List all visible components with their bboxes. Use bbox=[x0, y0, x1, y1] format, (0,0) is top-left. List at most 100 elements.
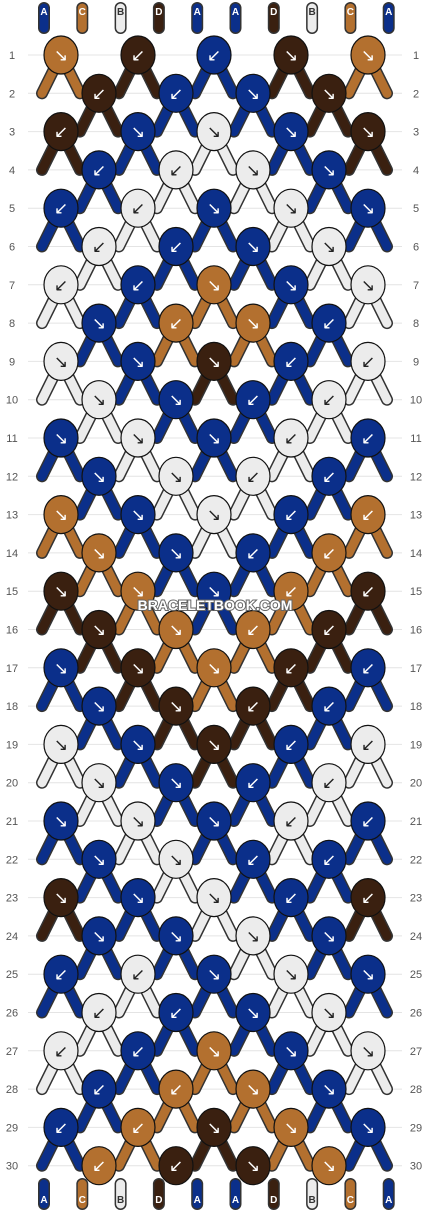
row-number-right: 15 bbox=[410, 586, 422, 598]
knot: ↙ bbox=[43, 265, 79, 305]
strand-label-top: A bbox=[40, 7, 47, 18]
knot-shape bbox=[311, 992, 347, 1033]
knot-direction-arrow: ↘ bbox=[322, 238, 336, 258]
knot: ↙ bbox=[158, 303, 194, 343]
knot: ↙ bbox=[158, 1146, 194, 1186]
knot-shape bbox=[120, 648, 156, 688]
row-number-left: 15 bbox=[6, 586, 18, 598]
knot-shape bbox=[158, 609, 194, 650]
knot: ↙ bbox=[311, 609, 347, 650]
knot-shape bbox=[350, 494, 386, 535]
knot-direction-arrow: ↘ bbox=[131, 506, 145, 526]
row-number-left: 30 bbox=[6, 1161, 18, 1173]
knot-direction-arrow: ↙ bbox=[361, 659, 375, 679]
knot-shape bbox=[273, 724, 309, 765]
knot: ↘ bbox=[273, 112, 309, 152]
knot-shape bbox=[43, 571, 79, 611]
knot-direction-arrow: ↙ bbox=[92, 1157, 106, 1177]
knot-direction-arrow: ↙ bbox=[54, 1118, 68, 1138]
knot-shape bbox=[196, 648, 232, 688]
knot-shape bbox=[273, 648, 309, 688]
knot-direction-arrow: ↙ bbox=[246, 774, 260, 794]
row-number-right: 18 bbox=[410, 701, 422, 713]
knot-shape bbox=[81, 303, 117, 343]
knot: ↙ bbox=[81, 1146, 117, 1186]
row-number-left: 8 bbox=[9, 318, 15, 330]
knot-direction-arrow: ↙ bbox=[131, 1042, 145, 1062]
knot-shape bbox=[235, 73, 271, 113]
knot: ↘ bbox=[350, 188, 386, 228]
knot: ↘ bbox=[158, 380, 194, 420]
knot-shape bbox=[120, 1031, 156, 1071]
knot: ↘ bbox=[196, 877, 232, 918]
knot-shape bbox=[120, 877, 156, 918]
knot-direction-arrow: ↘ bbox=[207, 276, 221, 296]
knot-direction-arrow: ↘ bbox=[92, 774, 106, 794]
knot-direction-arrow: ↘ bbox=[207, 429, 221, 449]
strand-label-bottom: D bbox=[155, 1195, 162, 1206]
knot: ↘ bbox=[43, 418, 79, 458]
knot-direction-arrow: ↙ bbox=[322, 850, 336, 870]
knot-shape bbox=[158, 763, 194, 803]
knot-shape bbox=[235, 533, 271, 573]
knot: ↙ bbox=[350, 494, 386, 535]
knot-direction-arrow: ↘ bbox=[131, 123, 145, 143]
watermark: BRACELETBOOK.COM bbox=[138, 597, 293, 613]
knot-direction-arrow: ↘ bbox=[54, 582, 68, 602]
knot: ↙ bbox=[81, 150, 117, 190]
knot-shape bbox=[196, 112, 232, 152]
knot-direction-arrow: ↘ bbox=[361, 1118, 375, 1138]
knot-shape bbox=[43, 341, 79, 381]
row-number-right: 26 bbox=[410, 1008, 422, 1020]
knot-direction-arrow: ↙ bbox=[169, 1080, 183, 1100]
knot-shape bbox=[81, 533, 117, 573]
knot: ↘ bbox=[158, 609, 194, 650]
knot-shape bbox=[196, 877, 232, 918]
knot: ↙ bbox=[235, 839, 271, 879]
knot-shape bbox=[196, 341, 232, 381]
knot-direction-arrow: ↙ bbox=[54, 1042, 68, 1062]
knot-shape bbox=[43, 112, 79, 152]
knot: ↘ bbox=[273, 1107, 309, 1148]
knot: ↘ bbox=[81, 533, 117, 573]
knot-direction-arrow: ↙ bbox=[284, 429, 298, 449]
knot-direction-arrow: ↘ bbox=[284, 199, 298, 219]
knot: ↘ bbox=[43, 341, 79, 381]
knot-shape bbox=[235, 609, 271, 650]
knot: ↘ bbox=[235, 916, 271, 956]
knot-grid: ↘↙↙↘↘↙↙↘↘↙↘↘↘↘↙↙↘↘↙↙↘↘↘↙↙↘↘↙↙↘↘↘↘↙↘↙↘↘↘↙… bbox=[43, 35, 386, 1186]
knot: ↘ bbox=[81, 916, 117, 956]
knot-direction-arrow: ↙ bbox=[169, 1157, 183, 1177]
knot: ↙ bbox=[235, 686, 271, 726]
knot: ↘ bbox=[350, 1031, 386, 1071]
knot-direction-arrow: ↘ bbox=[284, 46, 298, 66]
knot-shape bbox=[43, 877, 79, 918]
row-number-right: 12 bbox=[410, 471, 422, 483]
knot-direction-arrow: ↙ bbox=[246, 621, 260, 641]
knot-direction-arrow: ↙ bbox=[361, 582, 375, 602]
strand-label-bottom: A bbox=[40, 1195, 47, 1206]
knot-direction-arrow: ↙ bbox=[322, 774, 336, 794]
knot: ↙ bbox=[158, 226, 194, 267]
knot-shape bbox=[158, 226, 194, 267]
knot: ↙ bbox=[81, 73, 117, 113]
knot-direction-arrow: ↙ bbox=[322, 697, 336, 717]
knot: ↙ bbox=[120, 265, 156, 305]
row-number-left: 19 bbox=[6, 739, 18, 751]
knot: ↙ bbox=[235, 380, 271, 420]
knot: ↘ bbox=[196, 648, 232, 688]
row-number-right: 24 bbox=[410, 931, 422, 943]
knot: ↙ bbox=[43, 1107, 79, 1148]
knot-direction-arrow: ↘ bbox=[246, 1004, 260, 1024]
knot-direction-arrow: ↘ bbox=[169, 850, 183, 870]
row-number-left: 24 bbox=[6, 931, 18, 943]
knot-direction-arrow: ↘ bbox=[207, 1118, 221, 1138]
row-number-left: 17 bbox=[6, 663, 18, 675]
row-number-right: 23 bbox=[410, 893, 422, 905]
knot-direction-arrow: ↘ bbox=[131, 429, 145, 449]
knot-direction-arrow: ↙ bbox=[322, 621, 336, 641]
knot-direction-arrow: ↘ bbox=[207, 735, 221, 755]
strand-label-top: A bbox=[232, 7, 239, 18]
